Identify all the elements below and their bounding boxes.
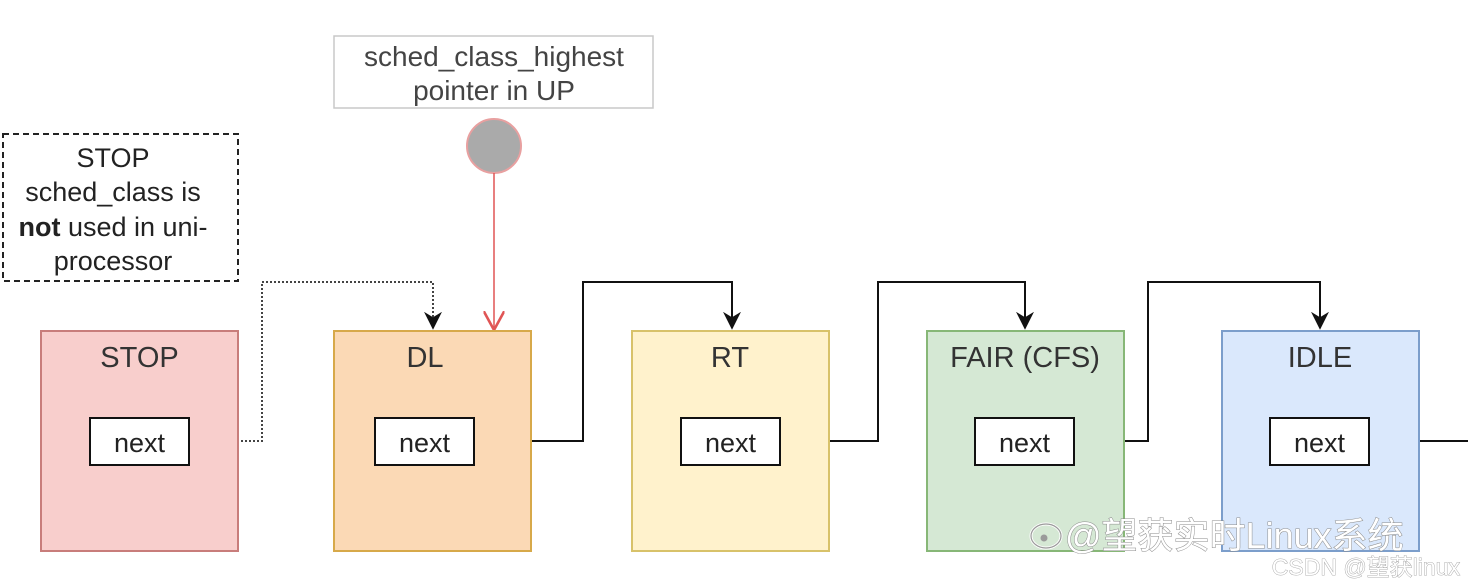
class-box-fair-next-field <box>974 417 1075 466</box>
class-box-fair-next-label: next <box>999 428 1051 458</box>
rt-next-link <box>780 281 1034 442</box>
note-line1: STOP <box>76 143 149 173</box>
watermark-main: @望获实时Linux系统 <box>1065 515 1404 556</box>
note-line2: sched_class is <box>25 177 201 207</box>
class-box-dl-next-field <box>374 417 475 466</box>
class-box-dl-next-label: next <box>399 428 451 458</box>
watermark: @望获实时Linux系统 CSDN @望获linux <box>1029 515 1461 580</box>
class-box-dl: DL next <box>333 330 532 552</box>
pointer-label-line1: sched_class_highest <box>364 41 624 72</box>
class-box-idle-next-label: next <box>1294 428 1346 458</box>
pointer-label-line2: pointer in UP <box>413 75 575 106</box>
class-box-rt: RT next <box>631 330 830 552</box>
class-box-rt-title: RT <box>711 342 749 374</box>
class-box-stop-next-label: next <box>114 428 166 458</box>
note-box <box>2 133 239 282</box>
class-box-stop-title: STOP <box>100 342 178 374</box>
class-box-rt-next-field <box>680 417 781 466</box>
class-box-fair: FAIR (CFS) next <box>926 330 1125 552</box>
class-box-idle-next-field <box>1269 417 1370 466</box>
class-box-idle-title: IDLE <box>1288 342 1352 374</box>
class-box-stop: STOP next <box>40 330 239 552</box>
dl-next-link <box>474 281 741 442</box>
class-box-idle: IDLE next <box>1221 330 1420 552</box>
watermark-sub: CSDN @望获linux <box>1272 554 1461 580</box>
pointer-label-box <box>333 35 654 109</box>
note-bold-word: not <box>18 212 60 242</box>
class-box-rt-next-label: next <box>705 428 757 458</box>
class-box-stop-next-field <box>89 417 190 466</box>
note-line3-rest: used in uni- <box>60 212 207 242</box>
note-line4: processor <box>54 246 173 276</box>
class-box-dl-title: DL <box>406 342 443 374</box>
pointer-dot <box>466 118 522 174</box>
class-box-fair-title: FAIR (CFS) <box>950 342 1100 374</box>
weibo-logo-icon <box>1029 522 1063 550</box>
note-line3: not used in uni- <box>18 212 207 242</box>
